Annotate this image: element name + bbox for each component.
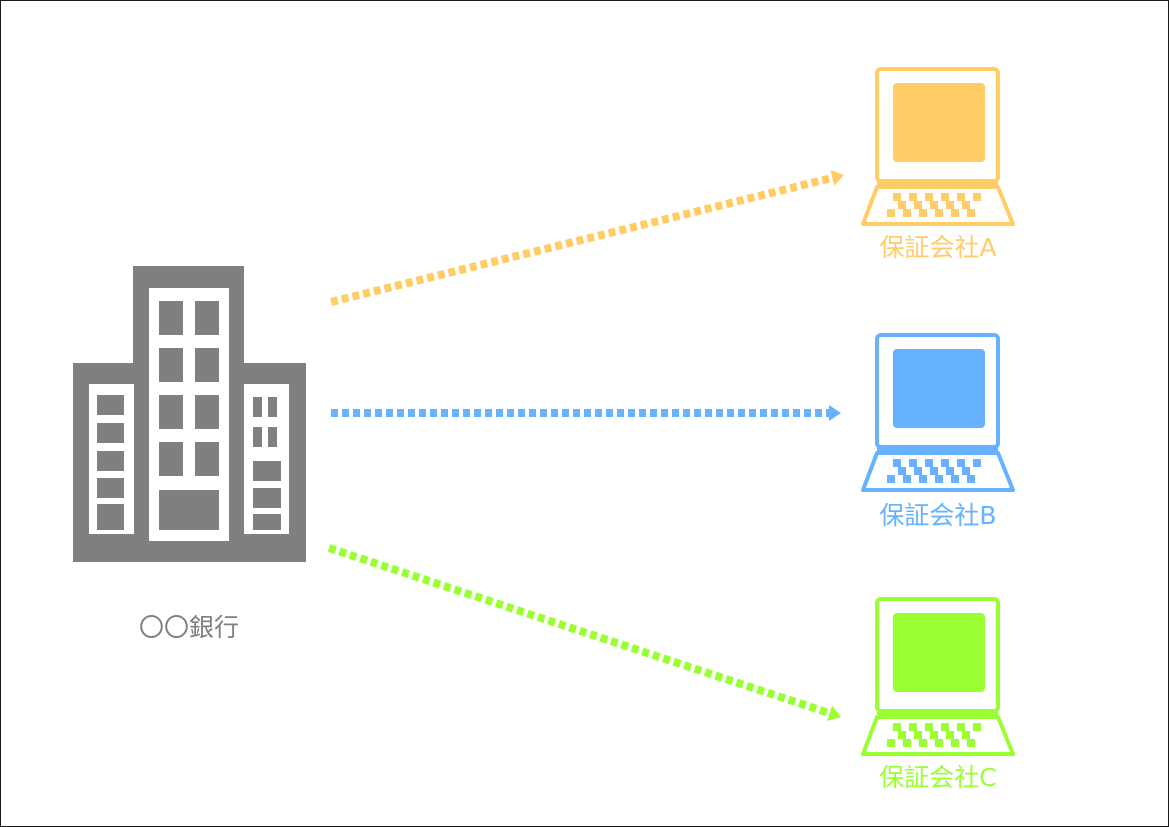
laptop-icon-b [861, 333, 1015, 492]
laptop-screen [893, 349, 985, 428]
laptop-screen [893, 613, 985, 692]
company-label-c: 保証会社C [879, 763, 997, 792]
office-building-icon [73, 266, 306, 562]
building-left-windows [97, 395, 124, 530]
laptop-keys [887, 193, 981, 217]
laptop-icon-a [861, 67, 1015, 226]
laptop-hinge [877, 181, 998, 185]
arrow-line-c [327, 544, 831, 718]
laptop-icon-c [861, 597, 1015, 756]
laptop-icons [861, 67, 1015, 756]
laptop-keyboard-base [861, 451, 1015, 492]
arrow-head-c [827, 705, 841, 721]
arrow-line-a [330, 174, 834, 306]
arrow-head-a [830, 170, 844, 186]
company-label-a: 保証会社A [879, 233, 997, 262]
laptop-keys [887, 723, 981, 747]
arrow-head-b [829, 405, 841, 421]
laptop-screen [893, 83, 985, 162]
laptop-keyboard-base [861, 185, 1015, 226]
connection-arrows [327, 170, 844, 721]
building-right-wing [244, 384, 289, 534]
laptop-keyboard-base [861, 715, 1015, 756]
laptop-hinge [877, 447, 998, 451]
building-center-windows [159, 301, 219, 530]
laptop-keys [887, 459, 981, 483]
laptop-hinge [877, 711, 998, 715]
bank-label: 〇〇銀行 [138, 613, 239, 642]
building-right-windows [253, 397, 281, 530]
company-label-b: 保証会社B [879, 501, 997, 530]
